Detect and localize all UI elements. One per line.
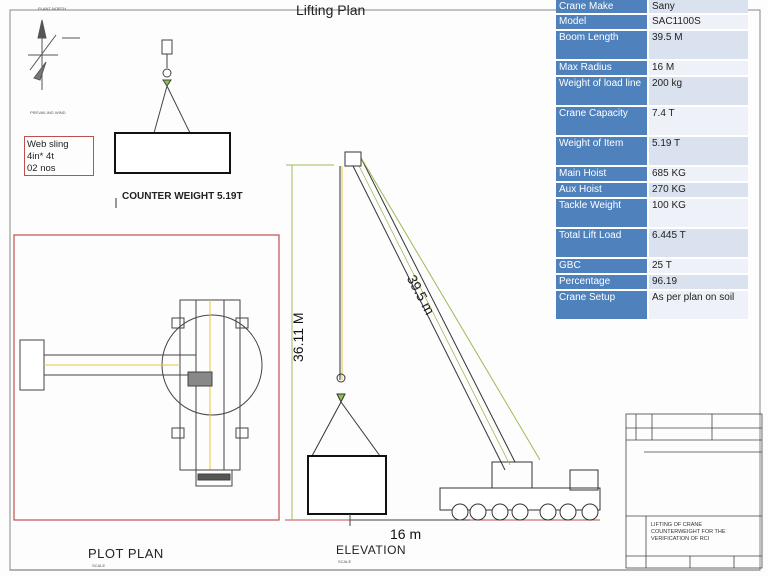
spec-value: 270 KG [648, 182, 748, 199]
plot-plan-crane-topview [19, 299, 263, 487]
lifting-hook-icon [153, 39, 191, 134]
spec-value: 6.445 T [648, 228, 748, 259]
spec-key: Crane Setup [556, 290, 649, 321]
north-arrow-icon [28, 19, 80, 90]
spec-key: Tackle Weight [556, 198, 649, 229]
spec-value: 16 M [648, 60, 748, 77]
prevailing-wind-label: PREVAILING WIND [30, 110, 66, 115]
spec-key: Model [556, 14, 649, 31]
spec-key: Max Radius [556, 60, 649, 77]
height-dimension: 36.11 M [290, 312, 306, 362]
page-title: Lifting Plan [296, 2, 366, 18]
spec-key: Weight of Item [556, 136, 649, 167]
sling-type: Web sling [27, 139, 69, 150]
plant-north-label: PLANT NORTH [38, 6, 67, 11]
spec-value: SAC1100S [648, 14, 748, 31]
spec-key: Crane Capacity [556, 106, 649, 137]
spec-value: 5.19 T [648, 136, 748, 167]
plot-plan-scale: SCALE [92, 563, 106, 568]
sling-note: Web sling 4in* 4t 02 nos [24, 136, 94, 176]
crane-elevation [311, 151, 601, 521]
plot-plan-label: PLOT PLAN [88, 546, 164, 561]
spec-value: As per plan on soil [648, 290, 748, 321]
spec-value: 685 KG [648, 166, 748, 183]
dimension-lines [286, 164, 470, 526]
spec-key: Boom Length [556, 30, 649, 61]
spec-key: Percentage [556, 274, 649, 291]
counterweight-block-top [114, 132, 231, 174]
drawing-title: LIFTING OF CRANE COUNTERWEIGHT FOR THE V… [651, 522, 726, 542]
spec-value: 39.5 M [648, 30, 748, 61]
elevation-label: ELEVATION [336, 543, 407, 557]
spec-key: Crane Make [556, 0, 649, 15]
spec-value: 96.19 [648, 274, 748, 291]
spec-value: 200 kg [648, 76, 748, 107]
spec-value: 100 KG [648, 198, 748, 229]
spec-key: Main Hoist [556, 166, 649, 183]
title-block [625, 413, 763, 569]
spec-key: Total Lift Load [556, 228, 649, 259]
counterweight-block-elevation [307, 455, 387, 515]
sling-qty: 02 nos [27, 163, 56, 174]
spec-key: Weight of load line [556, 76, 649, 107]
spec-value: 25 T [648, 258, 748, 275]
radius-dimension: 16 m [390, 526, 422, 542]
spec-key: GBC [556, 258, 649, 275]
spec-key: Aux Hoist [556, 182, 649, 199]
sling-size: 4in* 4t [27, 151, 54, 162]
spec-value: Sany [648, 0, 748, 15]
counterweight-label: COUNTER WEIGHT 5.19T [122, 191, 243, 202]
elevation-scale: SCALE [338, 559, 352, 564]
spec-value: 7.4 T [648, 106, 748, 137]
plot-plan-frame [13, 234, 280, 521]
